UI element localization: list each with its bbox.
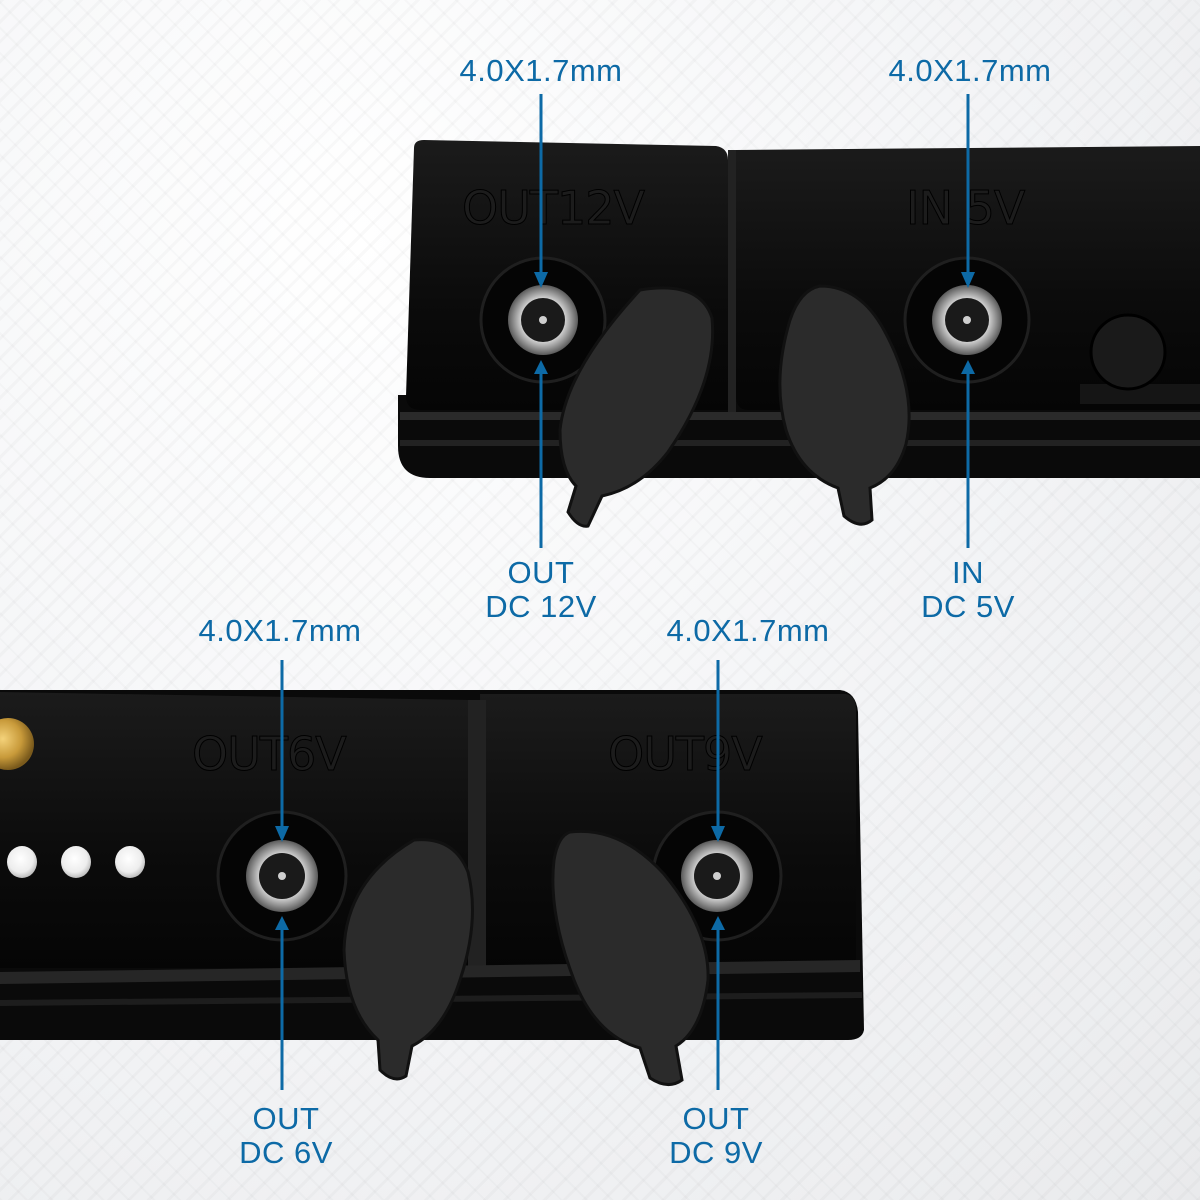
jack-size-label-out9v: 4.0X1.7mm: [666, 613, 830, 648]
dc-jack-out12v: [479, 256, 607, 384]
engraving-out12v: OUT12V: [462, 181, 646, 235]
caption-out12v: OUT DC 12V: [441, 556, 641, 624]
rubber-cover-flap: [778, 284, 911, 526]
caption-out6v: OUT DC 6V: [186, 1102, 386, 1170]
rubber-cover-flap: [551, 829, 710, 1086]
brass-connector: [0, 718, 34, 770]
jack-size-label-in5v: 4.0X1.7mm: [888, 53, 1052, 88]
caption-line2: DC 12V: [485, 589, 597, 624]
engraving-in5v: IN 5V: [906, 181, 1026, 235]
caption-line1: IN: [952, 555, 984, 590]
battery-indicator-leds: [7, 846, 145, 878]
engraving-out9v: OUT9V: [608, 727, 763, 781]
dc-jack-out6v: [216, 810, 348, 942]
caption-line1: OUT: [252, 1101, 320, 1136]
jack-size-label-out12v: 4.0X1.7mm: [459, 53, 623, 88]
dc-jack-in5v: [903, 256, 1031, 384]
caption-line1: OUT: [682, 1101, 750, 1136]
callout-lines: [275, 94, 975, 1090]
caption-line2: DC 5V: [921, 589, 1015, 624]
caption-line2: DC 6V: [239, 1135, 333, 1170]
caption-line2: DC 9V: [669, 1135, 763, 1170]
caption-line1: OUT: [507, 555, 575, 590]
jack-size-label-out6v: 4.0X1.7mm: [198, 613, 362, 648]
power-button: [1089, 313, 1167, 391]
caption-out9v: OUT DC 9V: [616, 1102, 816, 1170]
rubber-cover-flap: [558, 286, 715, 528]
rubber-cover-flap: [342, 838, 474, 1081]
engraving-out6v: OUT6V: [192, 727, 347, 781]
caption-in5v: IN DC 5V: [868, 556, 1068, 624]
